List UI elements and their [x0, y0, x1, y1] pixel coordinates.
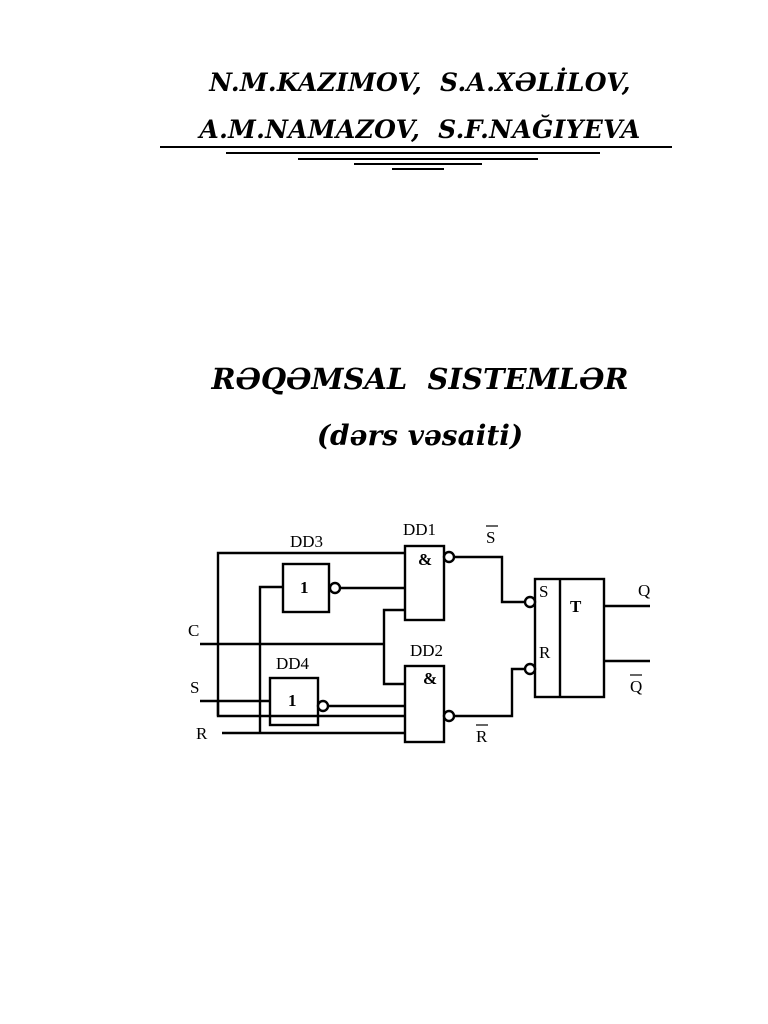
rule-5 — [392, 168, 444, 170]
wire-dd1-out — [454, 555, 525, 604]
trigger-r-label: R — [539, 643, 551, 662]
dd1-and-symbol: & — [418, 550, 432, 569]
rule-2 — [226, 152, 600, 154]
dd2-nand-gate — [403, 664, 446, 744]
dd1-nand-gate — [403, 544, 446, 622]
rs-trigger-block — [533, 577, 606, 699]
wire-top-loop — [216, 551, 405, 716]
dd2-output-bubble — [442, 709, 456, 723]
dd2-and-symbol: & — [423, 669, 437, 688]
trigger-s-input-bubble — [523, 595, 537, 609]
dd3-label: DD3 — [290, 532, 323, 551]
input-r-label: R — [196, 724, 208, 743]
book-subtitle: (dərs vəsaiti) — [316, 419, 524, 452]
dd4-not-symbol: 1 — [288, 691, 297, 710]
dd4-output-bubble — [316, 699, 330, 713]
dd1-output-bubble — [442, 550, 456, 564]
rs-trigger-circuit-diagram: DD3 DD1 DD2 DD4 & & 1 1 C S R S R S R T … — [188, 520, 650, 746]
dd2-label: DD2 — [410, 641, 443, 660]
trigger-t-label: T — [570, 597, 582, 616]
input-s-label: S — [190, 678, 199, 697]
rule-3 — [298, 158, 538, 160]
output-q-bar-label: Q — [630, 677, 642, 696]
r-bar-label: R — [476, 727, 488, 746]
book-title: RƏQƏMSAL SISTEMLƏR — [211, 362, 629, 396]
wire-r-to-dd3 — [258, 585, 283, 733]
wire-dd2-out — [454, 667, 525, 718]
s-bar-label: S — [486, 528, 495, 547]
wire-s-to-dd2 — [216, 701, 405, 718]
dd4-label: DD4 — [276, 654, 310, 673]
output-q-label: Q — [638, 581, 650, 600]
authors-line-2: A.M.NAMAZOV, S.F.NAĞIYEVA — [199, 115, 641, 144]
dd3-output-bubble — [328, 581, 342, 595]
rule-1 — [160, 146, 672, 148]
trigger-r-input-bubble — [523, 662, 537, 676]
trigger-s-label: S — [539, 582, 548, 601]
input-c-label: C — [188, 621, 199, 640]
wire-c-to-gates — [382, 644, 405, 686]
authors-line-1: N.M.KAZIMOV, S.A.XƏLİLOV, — [209, 68, 631, 97]
wire-c-to-dd1 — [382, 608, 405, 644]
rule-4 — [354, 163, 482, 165]
dd3-not-symbol: 1 — [300, 578, 309, 597]
dd1-label: DD1 — [403, 520, 436, 539]
